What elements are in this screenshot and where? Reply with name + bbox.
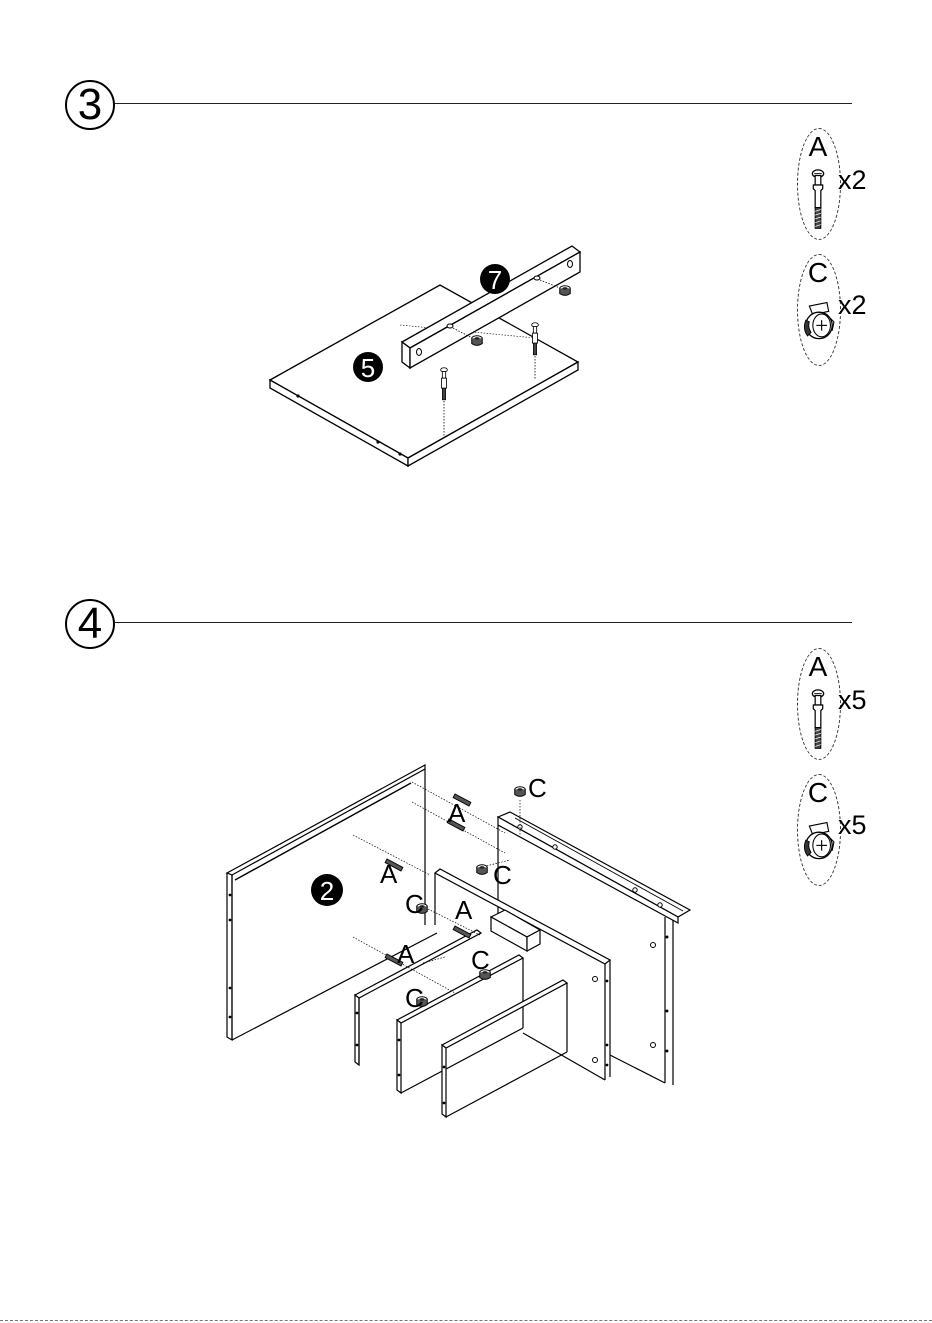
step-number-badge: 3	[65, 80, 115, 130]
step-divider-line	[115, 622, 852, 623]
hardware-letter: A	[798, 133, 838, 161]
cam-lock-nut-icon	[797, 818, 841, 864]
step-divider-line	[115, 103, 852, 104]
step-3: 3 A x2 C x2	[0, 0, 932, 560]
step-number: 4	[78, 602, 102, 646]
hardware-letter: C	[798, 779, 838, 807]
panel-label: 5	[361, 353, 375, 383]
callout-label: C	[493, 860, 512, 890]
hardware-letter: A	[798, 653, 838, 681]
cam-bolt-icon	[808, 168, 828, 234]
callout-label: A	[455, 895, 473, 925]
hardware-quantity: x2	[838, 167, 867, 194]
panel-label: 7	[488, 265, 502, 295]
cam-bolt-icon	[808, 688, 828, 754]
step-number: 3	[78, 83, 102, 127]
hardware-quantity: x5	[838, 812, 867, 839]
step-4: 4 A x5 C x5	[0, 560, 932, 1260]
panel-label: 2	[320, 876, 334, 906]
page-bottom-edge	[0, 1320, 932, 1321]
callout-label: A	[397, 939, 415, 969]
assembly-drawing: 7 5	[250, 230, 600, 480]
callout-label: C	[405, 889, 424, 919]
cam-lock-nut-icon	[797, 298, 841, 344]
callout-label: C	[405, 983, 424, 1013]
panel-5	[270, 285, 578, 466]
callout-label: A	[448, 798, 466, 828]
shelf-3	[442, 980, 567, 1117]
shelf-2	[397, 955, 523, 1093]
callout-label: C	[471, 945, 490, 975]
hardware-quantity: x5	[838, 687, 867, 714]
callout-label: A	[380, 859, 398, 889]
callout-label: C	[528, 773, 547, 803]
assembly-drawing: C A A C C A A C C 2	[215, 755, 705, 1140]
step-number-badge: 4	[65, 599, 115, 649]
hardware-quantity: x2	[838, 292, 867, 319]
hardware-letter: C	[798, 259, 838, 287]
